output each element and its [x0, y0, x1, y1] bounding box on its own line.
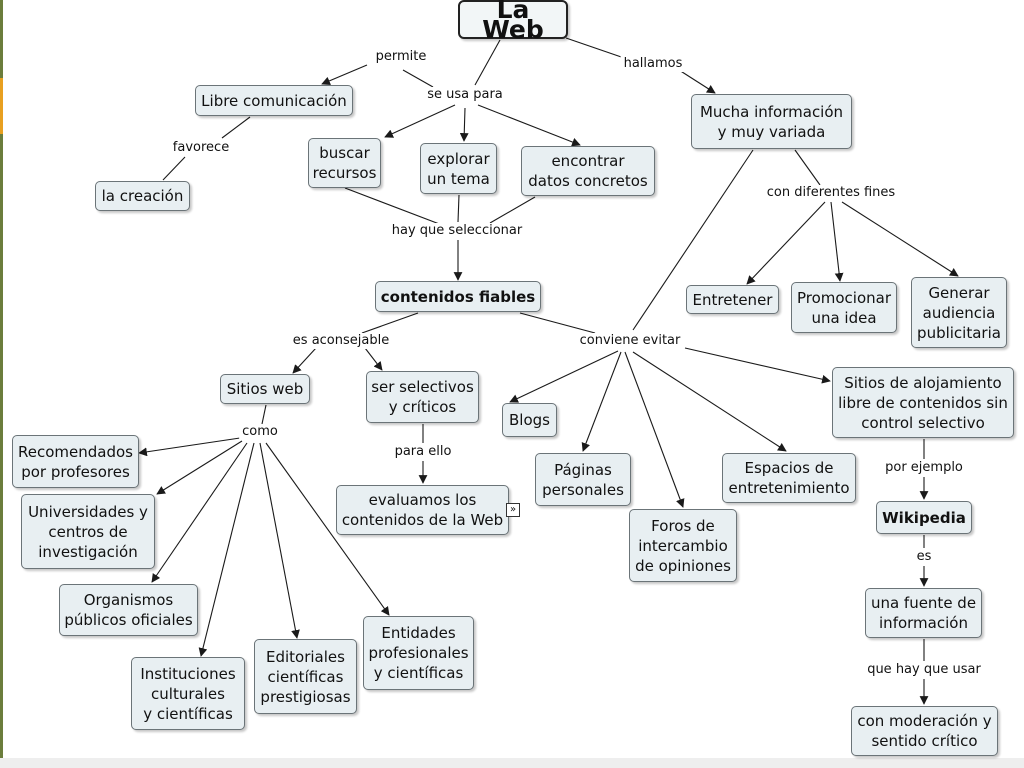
connector-line-0 [474, 39, 501, 86]
node-espacios-entretenimiento[interactable]: Espacios de entretenimiento [722, 453, 856, 503]
connector-line-20 [292, 347, 317, 374]
connector-line-3 [384, 104, 456, 138]
external-link-icon[interactable]: » [506, 503, 520, 517]
node-evaluamos-contenidos[interactable]: evaluamos los contenidos de la Web [336, 485, 509, 535]
node-organismos-publicos[interactable]: Organismos públicos oficiales [59, 584, 198, 636]
link-label-se-usa-para: se usa para [424, 87, 506, 103]
connector-line-8 [221, 116, 251, 139]
link-label-con-diferentes-fines: con diferentes fines [763, 185, 899, 201]
connector-line-25 [624, 351, 685, 508]
node-recomendados-profesores[interactable]: Recomendados por profesores [12, 435, 139, 488]
connector-line-10 [794, 149, 821, 186]
connector-line-34 [265, 442, 390, 616]
link-label-por-ejemplo: por ejemplo [882, 460, 966, 476]
connector-line-31 [151, 442, 248, 583]
node-wikipedia[interactable]: Wikipedia [876, 501, 972, 534]
link-label-que-hay-que-usar: que hay que usar [864, 662, 984, 678]
connector-line-6 [565, 37, 631, 61]
node-encontrar-datos[interactable]: encontrar datos concretos [521, 146, 655, 196]
node-ser-selectivos[interactable]: ser selectivos y críticos [366, 371, 479, 423]
node-foros-intercambio[interactable]: Foros de intercambio de opiniones [629, 509, 737, 582]
connector-line-26 [632, 351, 787, 452]
connector-line-11 [746, 201, 826, 285]
connector-line-30 [156, 440, 243, 495]
node-universidades[interactable]: Universidades y centros de investigación [21, 494, 155, 569]
node-blogs[interactable]: Blogs [502, 403, 557, 437]
connector-line-16 [457, 194, 460, 223]
node-la-creacion[interactable]: la creación [95, 181, 190, 211]
node-buscar-recursos[interactable]: buscar recursos [308, 138, 381, 188]
node-sitios-alojamiento[interactable]: Sitios de alojamiento libre de contenido… [832, 367, 1014, 438]
link-label-como: como [239, 424, 281, 440]
link-label-hallamos: hallamos [620, 56, 686, 72]
node-fuente-informacion[interactable]: una fuente de información [865, 588, 982, 638]
link-label-hay-que-seleccionar: hay que seleccionar [388, 223, 526, 239]
connector-line-24 [581, 351, 622, 452]
link-label-para-ello: para ello [391, 444, 455, 460]
connector-line-22 [519, 312, 596, 334]
connector-line-5 [477, 104, 581, 147]
connector-line-14 [632, 149, 754, 331]
connector-line-32 [198, 442, 255, 657]
slide-frame-left-edge [0, 0, 3, 768]
connector-line-23 [509, 350, 619, 403]
connector-line-7 [678, 69, 716, 94]
slide-frame-accent [0, 78, 3, 134]
node-paginas-personales[interactable]: Páginas personales [535, 453, 631, 506]
node-contenidos-fiables[interactable]: contenidos fiables [375, 281, 541, 312]
node-moderacion-sentido-critico[interactable]: con moderación y sentido crítico [851, 706, 998, 756]
node-promocionar-idea[interactable]: Promocionar una idea [791, 282, 897, 333]
node-generar-audiencia[interactable]: Generar audiencia publicitaria [911, 277, 1007, 348]
slide-bottom-band [0, 758, 1024, 768]
node-entretener[interactable]: Entretener [686, 285, 779, 314]
connector-line-13 [841, 201, 959, 277]
node-mucha-informacion[interactable]: Mucha información y muy variada [691, 94, 852, 149]
link-label-es: es [913, 549, 935, 565]
node-libre-comunicacion[interactable]: Libre comunicación [195, 85, 353, 116]
connector-line-29 [138, 437, 241, 457]
connector-line-12 [830, 201, 844, 282]
node-editoriales-cientificas[interactable]: Editoriales científicas prestigiosas [254, 639, 357, 714]
connector-line-27 [684, 347, 831, 384]
connector-line-19 [361, 312, 419, 334]
connector-line-1 [402, 69, 434, 88]
node-la-web[interactable]: La Web [458, 0, 568, 42]
connector-line-28 [261, 404, 267, 425]
connector-line-4 [459, 107, 469, 142]
connector-line-21 [364, 347, 383, 371]
connector-line-33 [259, 442, 300, 639]
link-label-conviene-evitar: conviene evitar [576, 333, 684, 349]
connector-line-9 [162, 156, 186, 181]
node-entidades-profesionales[interactable]: Entidades profesionales y científicas [363, 616, 474, 690]
link-label-favorece: favorece [169, 140, 233, 156]
link-label-permite: permite [372, 49, 430, 65]
node-explorar-un-tema[interactable]: explorar un tema [420, 143, 497, 194]
node-sitios-web[interactable]: Sitios web [220, 374, 310, 404]
node-instituciones-culturales[interactable]: Instituciones culturales y científicas [131, 657, 245, 730]
link-label-es-aconsejable: es aconsejable [289, 333, 393, 349]
connector-line-15 [344, 187, 443, 226]
connector-line-17 [489, 196, 536, 224]
connector-line-2 [321, 64, 368, 85]
